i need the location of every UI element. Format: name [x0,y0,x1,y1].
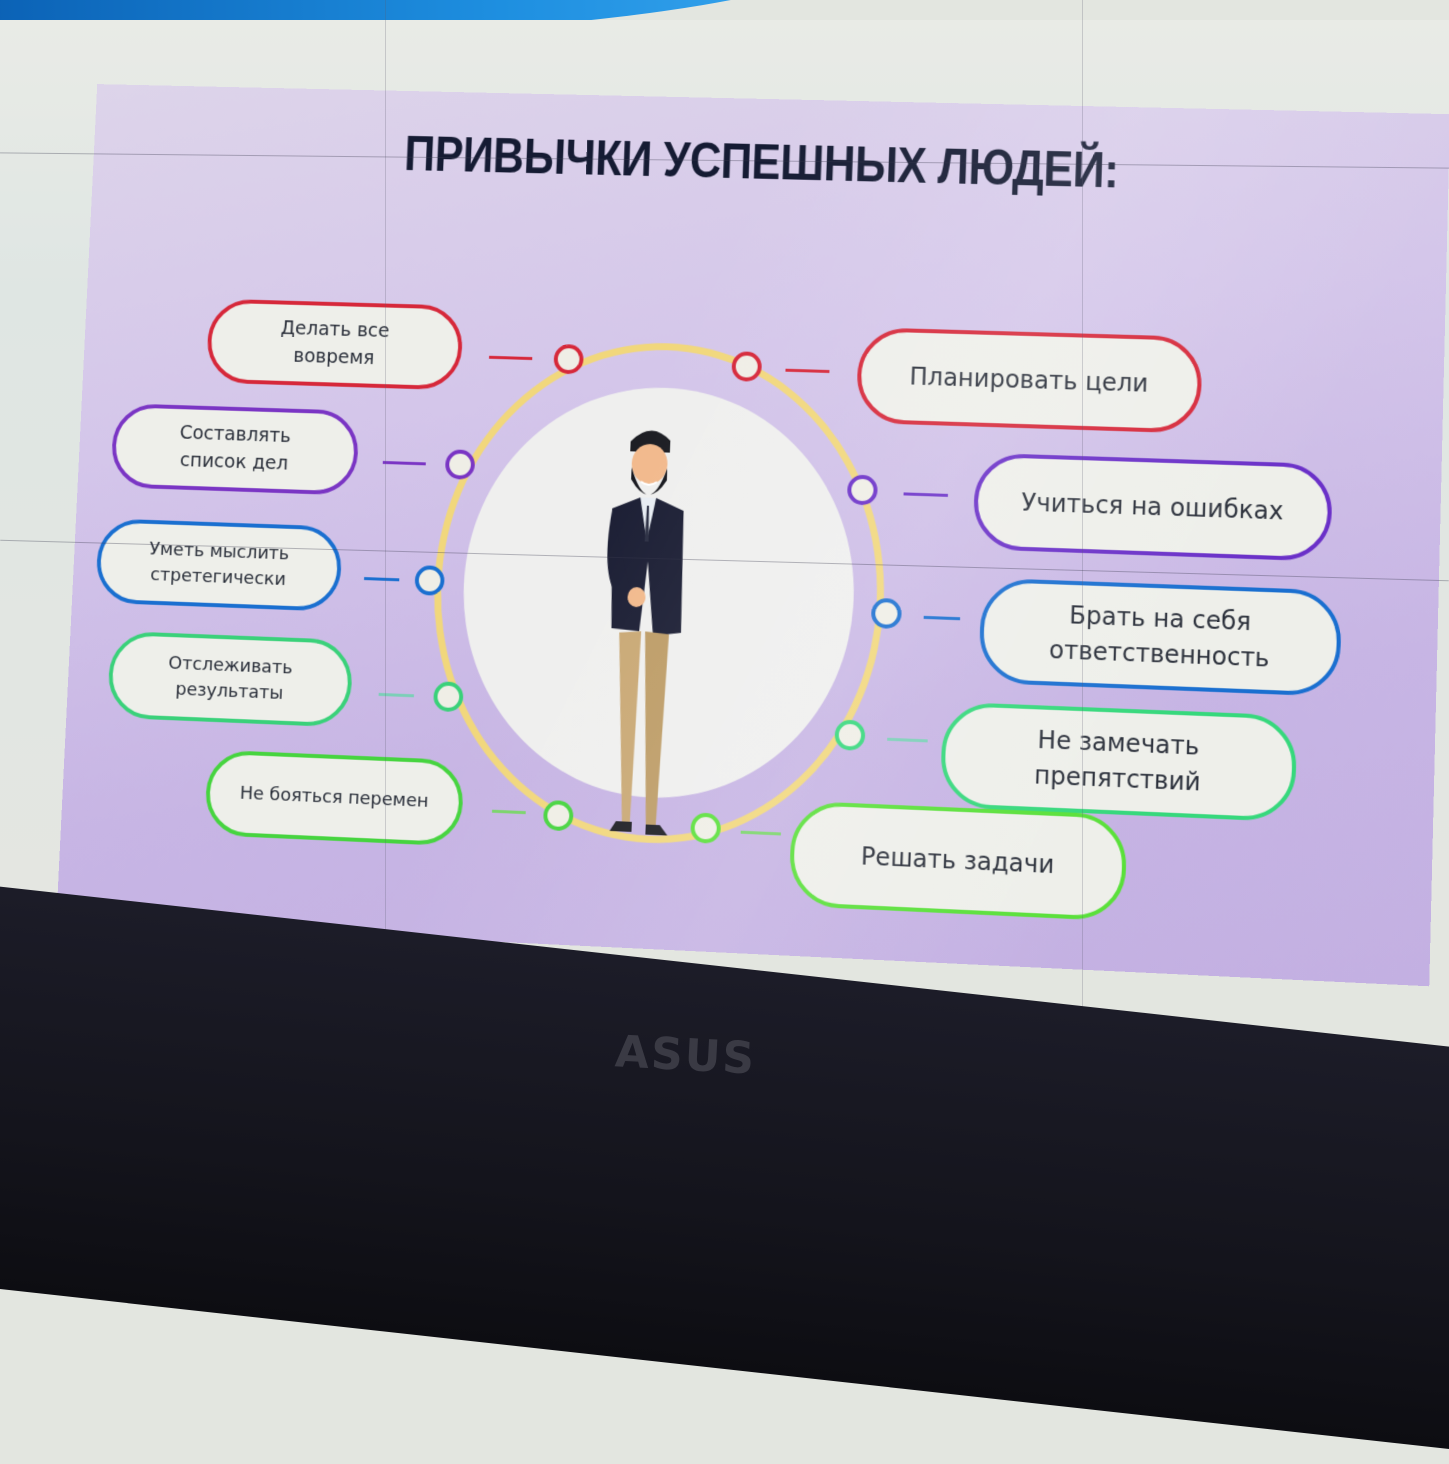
habit-pill-take-responsibility: Брать на себя ответственность [978,577,1343,697]
connector-line [382,460,426,466]
monitor-brand-logo: ASUS [613,1026,758,1085]
connector-line [887,737,928,743]
habit-label: Отслеживать результаты [168,652,294,704]
habit-pill-plan-goals: Планировать цели [855,327,1203,434]
ring-node [834,719,866,751]
connector-line [491,809,526,815]
moire-line [1082,0,1083,1080]
habit-label: Не замечать препятствий [1033,725,1202,797]
connector-line [923,615,961,621]
habit-pill-not-afraid-of-change: Не бояться перемен [204,749,465,847]
ring-node [542,799,574,832]
habit-pill-ignore-obstacles: Не замечать препятствий [939,701,1298,823]
habit-label: Не бояться перемен [239,782,429,812]
businessman-illustration [605,429,687,836]
moire-line [385,0,386,1080]
connector-line [489,355,533,361]
habit-label: Решать задачи [860,841,1055,879]
habit-label: Делать все вовремя [280,317,390,370]
ring-node [690,812,722,844]
habit-pill-todo-list: Составлять список дел [110,403,360,496]
connector-line [363,577,400,582]
ring-node [846,474,879,506]
habit-pill-think-strategically: Уметь мыслить стретегически [95,518,343,612]
connector-line [378,692,415,698]
connector-line [785,368,830,374]
habit-pill-do-on-time: Делать все вовремя [205,298,464,391]
connector-line [740,830,781,836]
habit-label: Планировать цели [909,362,1149,398]
connector-line [903,492,948,497]
habit-label: Учиться на ошибках [1021,487,1284,526]
slide-title: ПРИВЫЧКИ УСПЕШНЫХ ЛЮДЕЙ: [403,127,1120,199]
habit-pill-solve-tasks: Решать задачи [788,800,1128,922]
ring-node [870,597,903,630]
habit-pill-learn-from-mistakes: Учиться на ошибках [972,452,1333,562]
habit-pill-track-results: Отслеживать результаты [106,630,354,728]
presentation-slide: ПРИВЫЧКИ УСПЕШНЫХ ЛЮДЕЙ: Делать все вов [56,84,1449,987]
habit-label: Составлять список дел [179,422,292,475]
